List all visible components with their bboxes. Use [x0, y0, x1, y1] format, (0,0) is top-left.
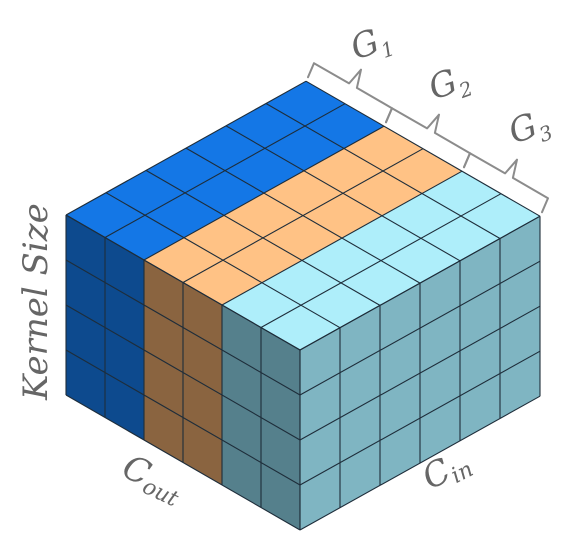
front-grid-line	[65, 349, 301, 486]
side-grid-line	[299, 215, 541, 351]
top-grid-line	[265, 103, 501, 239]
top-grid-line	[185, 147, 421, 284]
side-grid-line	[299, 305, 541, 441]
front-grid-line	[65, 394, 301, 531]
front-grid-line	[65, 304, 301, 441]
front-grid-line	[65, 214, 301, 351]
group-braces	[307, 62, 549, 214]
kernel-size-label: Kernel Size	[16, 203, 56, 401]
brace-g3	[463, 152, 549, 214]
top-grid-line	[105, 192, 341, 329]
top-grid-line	[305, 80, 541, 217]
top-grid-line	[225, 125, 461, 262]
cube-gridlines	[65, 80, 541, 531]
top-grid-line	[145, 169, 381, 306]
side-grid-line	[299, 350, 541, 486]
svg-text:G2: G2	[423, 57, 476, 112]
side-grid-line	[299, 260, 541, 396]
svg-text:G3: G3	[503, 101, 556, 156]
side-grid-line	[299, 395, 541, 531]
svg-text:G1: G1	[345, 17, 398, 72]
group-label-g3: G3	[503, 101, 556, 156]
group-label-g2: G2	[423, 57, 476, 112]
front-grid-line	[65, 259, 301, 396]
group-label-g1: G1	[345, 17, 398, 72]
